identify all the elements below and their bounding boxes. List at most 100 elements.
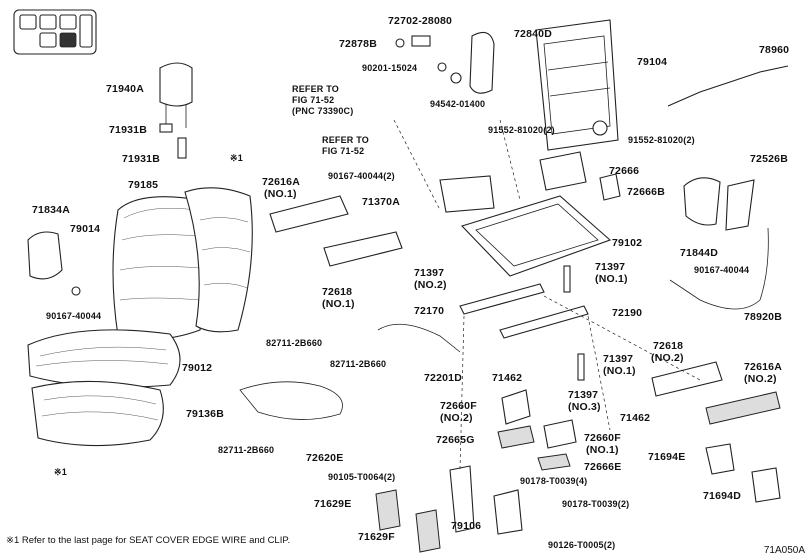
- part-label[interactable]: 78920B: [744, 311, 782, 323]
- part-label[interactable]: 79014: [70, 223, 101, 235]
- part-label[interactable]: 72660F: [440, 400, 477, 412]
- part-label[interactable]: 91552-81020(2): [488, 125, 555, 135]
- part-label[interactable]: 72878B: [339, 38, 377, 50]
- part-label[interactable]: 71844D: [680, 247, 718, 259]
- part-label[interactable]: 71931B: [122, 153, 160, 165]
- part-label[interactable]: 94542-01400: [430, 99, 486, 109]
- part-label: (NO.1): [603, 365, 636, 377]
- part-label[interactable]: 72526B: [750, 153, 788, 165]
- part-label[interactable]: 79136B: [186, 408, 224, 420]
- seatback-frame-drawing: [535, 19, 619, 151]
- part-label: (NO.1): [322, 298, 355, 310]
- part-label[interactable]: 71397: [603, 353, 634, 365]
- wire-72201D-drawing: [377, 323, 461, 353]
- part-label[interactable]: 72190: [612, 307, 643, 319]
- reference-note: REFER TO FIG 71-52 (PNC 73390C): [292, 84, 354, 116]
- release-cable-drawing: [669, 227, 769, 310]
- bracket-72666E-drawing: [537, 453, 571, 471]
- bolt-71397b-drawing: [577, 353, 585, 381]
- part-label[interactable]: 79012: [182, 362, 213, 374]
- part-label[interactable]: 71694D: [703, 490, 741, 502]
- seatback-cover-drawing: [112, 196, 206, 340]
- harness-drawing: [239, 381, 343, 420]
- part-label[interactable]: 90167-40044: [46, 311, 102, 321]
- cable-drawing: [667, 65, 789, 107]
- part-label[interactable]: 82711-2B660: [330, 359, 387, 369]
- part-label: (NO.1): [595, 273, 628, 285]
- part-label[interactable]: 71629E: [314, 498, 352, 510]
- part-label[interactable]: 79102: [612, 237, 643, 249]
- part-label[interactable]: 72618: [653, 340, 684, 352]
- recliner-cover-drawing: [683, 177, 721, 226]
- inner-cover-no2-drawing: [651, 361, 723, 397]
- part-label: (NO.1): [264, 188, 297, 200]
- part-label[interactable]: 79106: [451, 520, 482, 532]
- seat-cushion-drawing: [27, 329, 181, 388]
- part-label[interactable]: 90201-15024: [362, 63, 418, 73]
- seatback-pad-drawing: [184, 187, 253, 333]
- cover-71629E-drawing: [375, 489, 401, 531]
- bracket-drawing-2: [599, 173, 621, 201]
- part-label[interactable]: 71397: [414, 267, 445, 279]
- part-label[interactable]: 72620E: [306, 452, 344, 464]
- part-label[interactable]: 79104: [637, 56, 668, 68]
- part-label[interactable]: 71834A: [32, 204, 70, 216]
- part-label[interactable]: 79185: [128, 179, 159, 191]
- part-label: (NO.2): [414, 279, 447, 291]
- part-label[interactable]: 72660F: [584, 432, 621, 444]
- part-label[interactable]: 78960: [759, 44, 790, 56]
- part-label[interactable]: 90167-40044(2): [328, 171, 395, 181]
- footnote-mark: ※1: [54, 467, 67, 477]
- lower-frame-drawing: [449, 465, 475, 533]
- inner-cover-no1-drawing: [323, 231, 403, 267]
- cover-no2-drawing: [705, 391, 781, 425]
- bolt-drawing: [411, 35, 431, 47]
- part-label[interactable]: 90178-T0039(2): [562, 499, 630, 509]
- part-label[interactable]: 72702-28080: [388, 15, 453, 27]
- part-label[interactable]: 90105-T0064(2): [328, 472, 396, 482]
- bolt-icon: [71, 286, 81, 296]
- bolt-71397-drawing: [563, 265, 571, 293]
- part-label[interactable]: 71462: [620, 412, 651, 424]
- part-label[interactable]: 72616A: [262, 176, 300, 188]
- part-label: (NO.1): [586, 444, 619, 456]
- part-label[interactable]: 71370A: [362, 196, 400, 208]
- recliner-cover-inner-drawing: [725, 179, 755, 231]
- part-label[interactable]: 72170: [414, 305, 445, 317]
- part-label[interactable]: 72840D: [514, 28, 552, 40]
- part-label[interactable]: 72618: [322, 286, 353, 298]
- rail-72170-drawing: [459, 283, 545, 315]
- part-label: (NO.2): [440, 412, 473, 424]
- part-label: (NO.2): [651, 352, 684, 364]
- part-label[interactable]: 90178-T0039(4): [520, 476, 588, 486]
- part-label[interactable]: 90167-40044: [694, 265, 750, 275]
- part-label[interactable]: 72665G: [436, 434, 475, 446]
- lock-no1-drawing: [543, 419, 577, 449]
- screw-icon: [437, 62, 447, 72]
- side-panel-drawing: [27, 231, 63, 280]
- rail-72190-drawing: [499, 305, 589, 339]
- cover-71694E-drawing: [705, 443, 735, 475]
- part-label[interactable]: 72616A: [744, 361, 782, 373]
- seat-position-grid-icon: [13, 9, 97, 55]
- part-label[interactable]: 82711-2B660: [218, 445, 275, 455]
- part-label[interactable]: 71462: [492, 372, 523, 384]
- part-label[interactable]: 71397: [568, 389, 599, 401]
- part-label[interactable]: 82711-2B660: [266, 338, 323, 348]
- part-label[interactable]: 71629F: [358, 531, 395, 543]
- part-label[interactable]: 72666B: [627, 186, 665, 198]
- seat-frame-drawing: [439, 175, 612, 277]
- headrest-drawing: [159, 62, 193, 159]
- part-label[interactable]: 72666: [609, 165, 640, 177]
- part-label[interactable]: 71931B: [109, 124, 147, 136]
- part-label[interactable]: 71940A: [106, 83, 144, 95]
- footnote-mark: ※1: [230, 153, 243, 163]
- part-label[interactable]: 72201D: [424, 372, 462, 384]
- part-label[interactable]: 90126-T0005(2): [548, 540, 616, 550]
- reference-note: REFER TO FIG 71-52: [322, 135, 369, 156]
- part-label[interactable]: 91552-81020(2): [628, 135, 695, 145]
- part-label[interactable]: 71397: [595, 261, 626, 273]
- part-label[interactable]: 71694E: [648, 451, 686, 463]
- part-label[interactable]: 72666E: [584, 461, 622, 473]
